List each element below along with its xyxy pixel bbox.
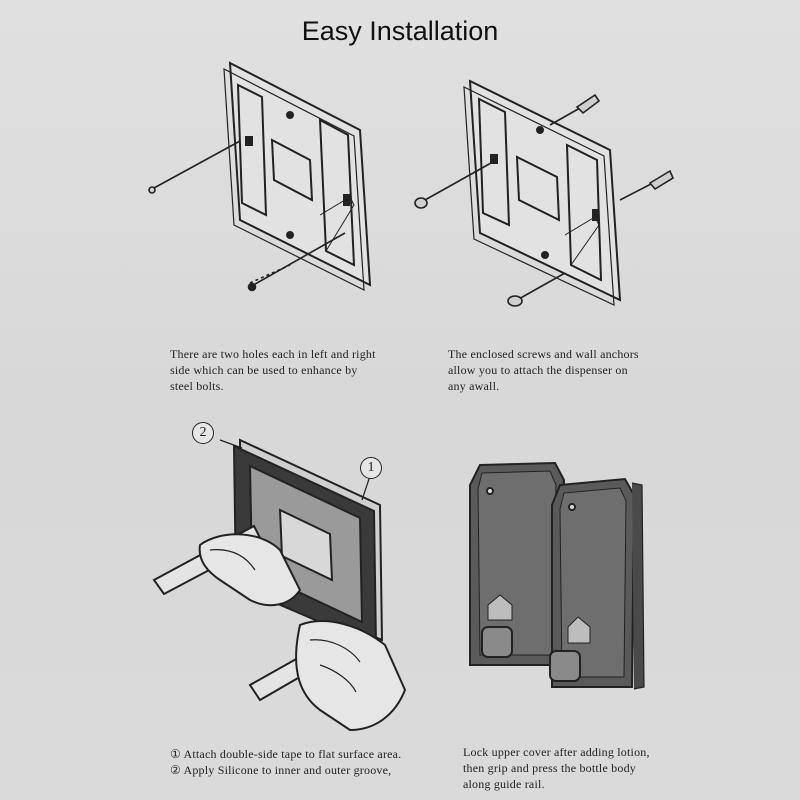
caption-line: along guide rail. (463, 777, 545, 791)
caption-line: ① Attach double-side tape to flat surfac… (170, 747, 402, 761)
tape-application-illustration (152, 438, 407, 732)
caption-line: There are two holes each in left and rig… (170, 347, 376, 361)
bracket-bolts-illustration (148, 61, 372, 292)
caption-line: ② Apply Silicone to inner and outer groo… (170, 763, 392, 777)
dispenser-illustration (469, 461, 645, 690)
caption-tape-silicone: ① Attach double-side tape to flat surfac… (170, 746, 401, 778)
page-title: Easy Installation (301, 16, 499, 46)
callout-marker-2: 2 (192, 422, 214, 444)
caption-anchors: The enclosed screws and wall anchors all… (448, 346, 639, 394)
caption-line: then grip and press the bottle body (463, 761, 636, 775)
caption-line: allow you to attach the dispenser on (448, 363, 628, 377)
caption-line: side which can be used to enhance by (170, 363, 358, 377)
caption-line: Lock upper cover after adding lotion, (463, 745, 650, 759)
caption-dispensers: Lock upper cover after adding lotion, th… (463, 744, 650, 792)
caption-line: steel bolts. (170, 379, 224, 393)
callout-marker-1: 1 (360, 457, 382, 479)
caption-line: any awall. (448, 379, 500, 393)
caption-line: The enclosed screws and wall anchors (448, 347, 639, 361)
caption-bolts: There are two holes each in left and rig… (170, 346, 376, 394)
bracket-anchors-illustration (414, 79, 675, 307)
